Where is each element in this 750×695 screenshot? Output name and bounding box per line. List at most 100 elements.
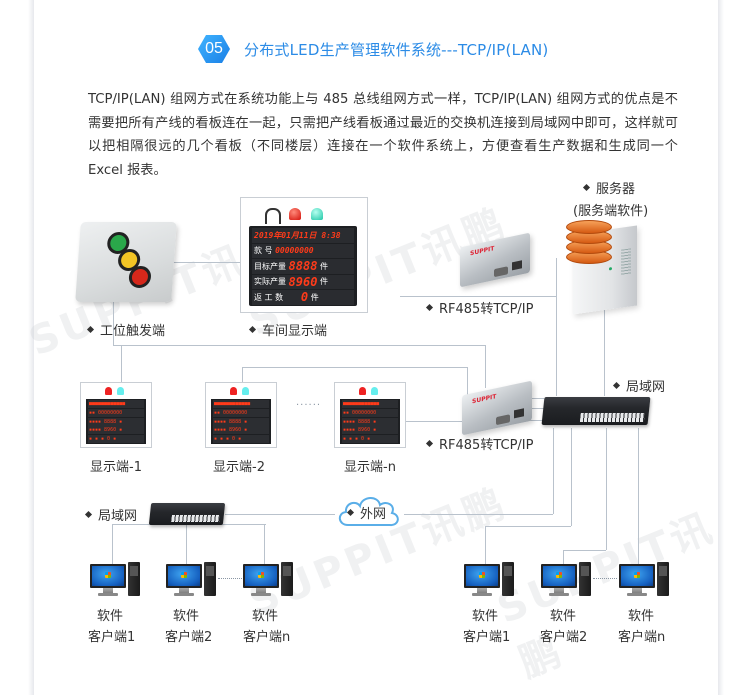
section-header: 05 分布式LED生产管理软件系统---TCP/IP(LAN) (198, 34, 548, 64)
converter-brand: SUPPIT (472, 393, 497, 406)
connector-line (121, 345, 122, 382)
network-switch-main (541, 397, 651, 425)
connector-line (563, 550, 564, 564)
red-lamp-icon (289, 208, 301, 220)
connector-line (242, 367, 243, 382)
server-label: 服务器 (582, 178, 635, 197)
display-n-label: 显示端-n (344, 460, 396, 475)
bullet-icon (346, 508, 355, 517)
connector-line (485, 526, 571, 527)
led-row-actual: 实际产量 8960 件 (252, 274, 354, 289)
converter-label-middle: RF485转TCP/IP (425, 434, 533, 453)
display-1-label: 显示端-1 (90, 460, 142, 475)
dotted-separator (593, 578, 617, 579)
led-row: ▪ ▪ ▪ 0 ▪ (342, 435, 398, 444)
connector-line (556, 258, 557, 396)
switch-ports-icon (171, 515, 220, 522)
led-board: ■■■■■■■■■■■■ ▪▪ 00000000 ▪▪▪▪ 8888 ▪ ▪▪▪… (340, 399, 400, 444)
connector-line (186, 524, 266, 525)
bullet-icon (582, 183, 591, 192)
client-label: 软件 (472, 609, 499, 624)
server-vent-icon (621, 248, 631, 276)
client-label: 软件 (252, 609, 279, 624)
green-lamp-icon (242, 387, 249, 395)
red-lamp-icon (230, 387, 237, 395)
bullet-icon (612, 381, 621, 390)
led-row-rework: 返 工 数 0 件 (252, 290, 354, 305)
connector-line (604, 305, 605, 396)
connector-line (553, 428, 554, 514)
client-label: 客户端n (243, 630, 291, 645)
led-row: ▪▪▪▪ 8888 ▪ (88, 417, 144, 426)
client-pc-icon (541, 562, 593, 600)
red-button-icon (128, 266, 152, 288)
lan-label-left: 局域网 (84, 505, 137, 524)
bullet-icon (425, 303, 434, 312)
led-row: ■■■■■■■■■■■■ (88, 400, 144, 408)
green-lamp-icon (371, 387, 378, 395)
client-label: 软件 (97, 609, 124, 624)
led-row: ■■■■■■■■■■■■ (213, 400, 269, 408)
led-board: ■■■■■■■■■■■■ ▪▪ 00000000 ▪▪▪▪ 8888 ▪ ▪▪▪… (211, 399, 271, 444)
display-1-image: ■■■■■■■■■■■■ ▪▪ 00000000 ▪▪▪▪ 8888 ▪ ▪▪▪… (80, 382, 152, 448)
led-row: ▪ ▪ ▪ 0 ▪ (213, 435, 269, 444)
connector-line (485, 526, 486, 564)
network-switch-left (148, 503, 226, 525)
database-disk-icon (566, 220, 612, 234)
connector-line (242, 367, 467, 368)
bullet-icon (248, 325, 257, 334)
converter-image: SUPPIT (460, 232, 530, 288)
connector-line (404, 514, 553, 515)
led-board: ■■■■■■■■■■■■ ▪▪ 00000000 ▪▪▪▪ 8888 ▪ ▪▪▪… (86, 399, 146, 444)
lan-label-right: 局域网 (612, 376, 665, 395)
connector-line (563, 550, 606, 551)
led-row: ▪▪ 00000000 (342, 408, 398, 417)
card-edge-right (718, 0, 724, 695)
client-label: 软件 (173, 609, 200, 624)
display-2-image: ■■■■■■■■■■■■ ▪▪ 00000000 ▪▪▪▪ 8888 ▪ ▪▪▪… (205, 382, 277, 448)
connector-line (168, 262, 240, 263)
connector-line (518, 420, 544, 421)
card-edge-left (28, 0, 34, 695)
section-title: 分布式LED生产管理软件系统---TCP/IP(LAN) (244, 40, 549, 59)
serial-port-icon (496, 414, 510, 426)
client-label: 客户端2 (165, 630, 213, 645)
bullet-icon (425, 439, 434, 448)
connector-line (638, 428, 639, 564)
connector-line (485, 345, 486, 388)
connector-line (571, 428, 572, 526)
bullet-icon (86, 325, 95, 334)
connector-line (225, 514, 335, 515)
led-board: 2019年01月11日 8:38 款 号 00000000 目标产量 8888 … (249, 226, 357, 306)
internet-label: 外网 (346, 503, 386, 522)
connector-line (606, 428, 607, 550)
led-row: ▪▪▪▪ 8960 ▪ (342, 426, 398, 435)
connector-line (264, 524, 265, 564)
connector-line (404, 421, 466, 422)
trigger-label: 工位触发端 (86, 320, 165, 339)
converter-label-top: RF485转TCP/IP (425, 298, 533, 317)
display-n-image: ■■■■■■■■■■■■ ▪▪ 00000000 ▪▪▪▪ 8888 ▪ ▪▪▪… (334, 382, 406, 448)
ellipsis: ······ (296, 400, 322, 411)
led-row-datetime: 2019年01月11日 8:38 (252, 228, 354, 243)
ethernet-port-icon (514, 408, 524, 419)
led-row: ■■■■■■■■■■■■ (342, 400, 398, 408)
client-pc-icon (166, 562, 218, 600)
bullet-icon (84, 510, 93, 519)
cable-icon (265, 208, 281, 224)
led-row: ▪▪ 00000000 (213, 408, 269, 417)
client-pc-icon (243, 562, 295, 600)
client-pc-icon (619, 562, 671, 600)
client-label: 软件 (550, 609, 577, 624)
led-row: ▪▪▪▪ 8960 ▪ (213, 426, 269, 435)
green-lamp-icon (311, 208, 323, 220)
red-lamp-icon (359, 387, 366, 395)
client-label: 客户端1 (463, 630, 511, 645)
led-row: ▪▪▪▪ 8888 ▪ (213, 417, 269, 426)
description-paragraph: TCP/IP(LAN) 组网方式在系统功能上与 485 总线组网方式一样，TCP… (88, 92, 678, 178)
led-row-style: 款 号 00000000 (252, 243, 354, 258)
serial-port-icon (494, 266, 508, 278)
connector-line (113, 345, 485, 346)
client-pc-icon (464, 562, 516, 600)
led-row: ▪ ▪ ▪ 0 ▪ (88, 435, 144, 444)
